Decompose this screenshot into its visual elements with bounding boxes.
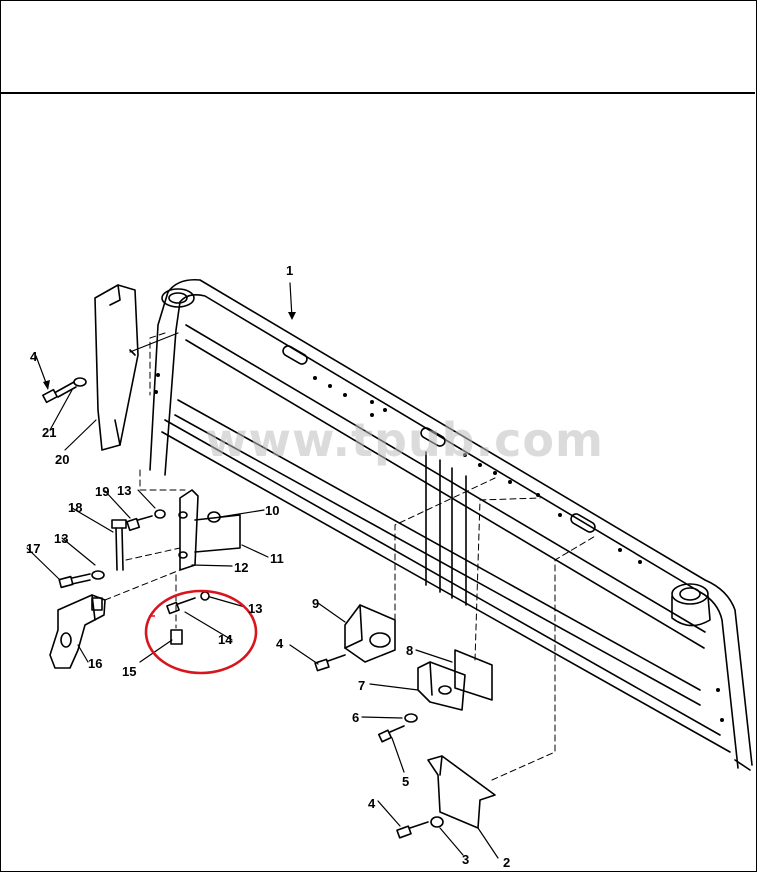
- callout-13-circled: 13: [248, 601, 262, 616]
- bolt-19: [126, 509, 166, 532]
- callout-16: 16: [88, 656, 102, 671]
- callout-4-middle: 4: [276, 636, 284, 651]
- callout-1: 1: [286, 263, 293, 278]
- bracket-20: [94, 284, 139, 451]
- callout-12: 12: [234, 560, 248, 575]
- bolt-5: [377, 725, 405, 743]
- washer-6: [404, 713, 418, 723]
- bolt-17: [58, 570, 105, 589]
- callout-7: 7: [358, 678, 365, 693]
- callout-9: 9: [312, 596, 319, 611]
- callout-5: 5: [402, 774, 409, 789]
- bolt-18: [111, 519, 127, 571]
- callout-19: 19: [95, 484, 109, 499]
- bolt-4-lower: [396, 821, 429, 839]
- watermark-text: www.tpub.com: [205, 413, 604, 467]
- callout-2: 2: [503, 855, 510, 870]
- callout-21: 21: [42, 425, 56, 440]
- callouts: 1 2 3 4 4 4 5 6 7 8 9 10 11 12 13 13 13 …: [26, 263, 510, 870]
- plate-2: [427, 755, 496, 829]
- leader-arrowheads: [43, 312, 296, 390]
- frame-assembly: [149, 278, 753, 771]
- callout-15: 15: [122, 664, 136, 679]
- callout-4-upper: 4: [30, 349, 38, 364]
- callout-20: 20: [55, 452, 69, 467]
- callout-18: 18: [68, 500, 82, 515]
- callout-13-left: 13: [54, 531, 68, 546]
- callout-14: 14: [218, 632, 233, 647]
- callout-10: 10: [265, 503, 279, 518]
- bracket-9: [344, 604, 396, 663]
- callout-17: 17: [26, 541, 40, 556]
- callout-8: 8: [406, 643, 413, 658]
- alignment-lines: [104, 332, 598, 781]
- bolt-washer-upper-left: [42, 377, 87, 404]
- bracket-7-8: [417, 649, 493, 711]
- callout-11: 11: [270, 551, 284, 566]
- frame-holes: [154, 373, 724, 722]
- tow-hook-16: [49, 594, 106, 669]
- bracket-12: [178, 489, 241, 571]
- header-box: [0, 0, 755, 94]
- bolt-9: [314, 654, 346, 672]
- callout-4-lower: 4: [368, 796, 376, 811]
- leader-lines: [26, 282, 499, 859]
- callout-3: 3: [462, 852, 469, 867]
- callout-13-top: 13: [117, 483, 131, 498]
- nut-15: [170, 629, 183, 645]
- highlight-circle: [144, 589, 258, 675]
- callout-6: 6: [352, 710, 359, 725]
- washer-3: [430, 816, 444, 828]
